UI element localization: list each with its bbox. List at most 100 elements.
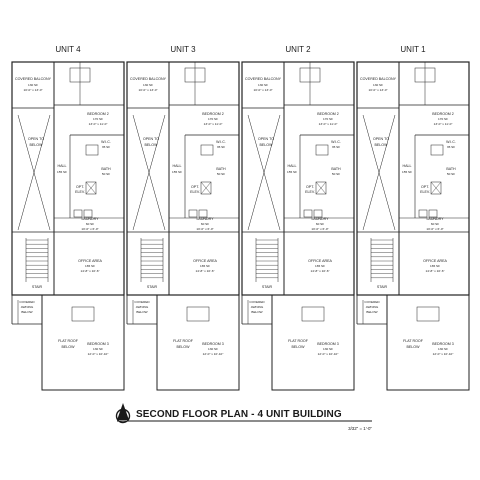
flat-roof-label: FLAT ROOF: [288, 339, 309, 343]
opt-elev-label: OPT.: [421, 185, 429, 189]
bed: [414, 67, 436, 83]
balcony-area: 130 SF: [258, 83, 268, 87]
awning-label: COVERED: [364, 300, 380, 304]
opt-elevator: [430, 181, 442, 195]
unit-rear-wall: [271, 294, 355, 391]
bath-area: 50 SF: [447, 172, 455, 176]
stair-label: STAIR: [147, 285, 158, 289]
laundry-label: LAUNDRY: [426, 217, 444, 221]
laundry-dims: 10'-0" x 6'-0": [196, 227, 213, 231]
laundry-area: 60 SF: [316, 222, 324, 226]
hall-label: HALL: [403, 164, 412, 168]
open-to-below-label-2: BELOW: [145, 143, 159, 147]
balcony-dims: 10'-0" x 13'-0": [253, 88, 272, 92]
bedroom-2-label: BEDROOM 2: [317, 112, 339, 116]
open-to-below-label: OPEN TO: [143, 137, 159, 141]
awning-label-3: BELOW: [21, 310, 32, 314]
bath-label: BATH: [446, 167, 456, 171]
unit-label: UNIT 4: [55, 45, 81, 54]
balcony-dims: 10'-0" x 13'-0": [23, 88, 42, 92]
flat-roof-label-2: BELOW: [177, 345, 191, 349]
awning-label-3: BELOW: [251, 310, 262, 314]
bedroom-3-dims: 12'-0" x 10'-10": [433, 352, 454, 356]
flat-roof-label: FLAT ROOF: [58, 339, 79, 343]
opt-elev-label: OPT.: [191, 185, 199, 189]
wic-area: 35 SF: [102, 145, 110, 149]
flat-roof-label-2: BELOW: [407, 345, 421, 349]
hall-label: HALL: [58, 164, 67, 168]
bedroom-3-area: 130 SF: [438, 347, 448, 351]
laundry-area: 60 SF: [86, 222, 94, 226]
bedroom-2-area: 170 SF: [323, 117, 333, 121]
opt-elevator-x: [430, 181, 442, 195]
unit-rear-wall: [41, 294, 125, 391]
hall-label: HALL: [173, 164, 182, 168]
laundry-label: LAUNDRY: [81, 217, 99, 221]
awning-label: COVERED: [134, 300, 150, 304]
bedroom-2-label: BEDROOM 2: [87, 112, 109, 116]
laundry-dims: 10'-0" x 6'-0": [426, 227, 443, 231]
unit-rear-wall: [156, 294, 240, 391]
office-area: 165 SF: [85, 264, 95, 268]
bedroom-2-area: 170 SF: [438, 117, 448, 121]
open-to-below-label: OPEN TO: [373, 137, 389, 141]
washer: [303, 209, 313, 218]
open-to-below-label: OPEN TO: [28, 137, 44, 141]
awning-label-2: AWNING: [366, 305, 379, 309]
wic-area: 35 SF: [447, 145, 455, 149]
bath-area: 50 SF: [332, 172, 340, 176]
open-to-below-label-2: BELOW: [30, 143, 44, 147]
balcony-dims: 10'-0" x 13'-0": [368, 88, 387, 92]
awning-label-2: AWNING: [21, 305, 34, 309]
open-to-below-line: [17, 114, 51, 231]
wic-label: W.I.C.: [101, 140, 111, 144]
office-area: 165 SF: [430, 264, 440, 268]
office-area: 165 SF: [200, 264, 210, 268]
awning-label-3: BELOW: [136, 310, 147, 314]
bedroom-2-dims: 13'-0" x 11'-0": [89, 122, 108, 126]
balcony-area: 130 SF: [28, 83, 38, 87]
office-label: OFFICE AREA: [78, 259, 102, 263]
wic-area: 35 SF: [332, 145, 340, 149]
laundry-dims: 10'-0" x 6'-0": [311, 227, 328, 231]
opt-elev-label-2: ELEV.: [305, 190, 315, 194]
dryer: [198, 209, 208, 218]
washer: [418, 209, 428, 218]
wic-label: W.I.C.: [446, 140, 456, 144]
awning-label-2: AWNING: [251, 305, 264, 309]
laundry-area: 60 SF: [201, 222, 209, 226]
hall-area: 155 SF: [57, 170, 67, 174]
office-area: 165 SF: [315, 264, 325, 268]
unit-exterior-wall: [11, 61, 125, 296]
flat-roof-label-2: BELOW: [292, 345, 306, 349]
wic-label: W.I.C.: [331, 140, 341, 144]
open-to-below-line: [132, 114, 166, 231]
plan-scale: 3/32" = 1'-0": [348, 426, 372, 431]
vanity: [315, 144, 329, 156]
bed: [69, 67, 91, 83]
dryer: [83, 209, 93, 218]
balcony-area: 130 SF: [373, 83, 383, 87]
balcony-area: 130 SF: [143, 83, 153, 87]
bedroom-3-area: 130 SF: [323, 347, 333, 351]
washer: [73, 209, 83, 218]
laundry-dims: 10'-0" x 6'-0": [81, 227, 98, 231]
bedroom-2-area: 170 SF: [93, 117, 103, 121]
bath-label: BATH: [216, 167, 226, 171]
bedroom-3-area: 130 SF: [93, 347, 103, 351]
hall-area: 155 SF: [402, 170, 412, 174]
bath-label: BATH: [331, 167, 341, 171]
bed: [186, 306, 210, 322]
awning-label-3: BELOW: [366, 310, 377, 314]
opt-elevator-x: [315, 181, 327, 195]
bedroom-2-dims: 13'-0" x 11'-0": [434, 122, 453, 126]
stair-label: STAIR: [32, 285, 43, 289]
bedroom-3-label: BEDROOM 3: [432, 342, 454, 346]
unit-exterior-wall: [356, 61, 470, 296]
opt-elevator: [200, 181, 212, 195]
bed: [184, 67, 206, 83]
bedroom-2-label: BEDROOM 2: [432, 112, 454, 116]
opt-elevator: [85, 181, 97, 195]
